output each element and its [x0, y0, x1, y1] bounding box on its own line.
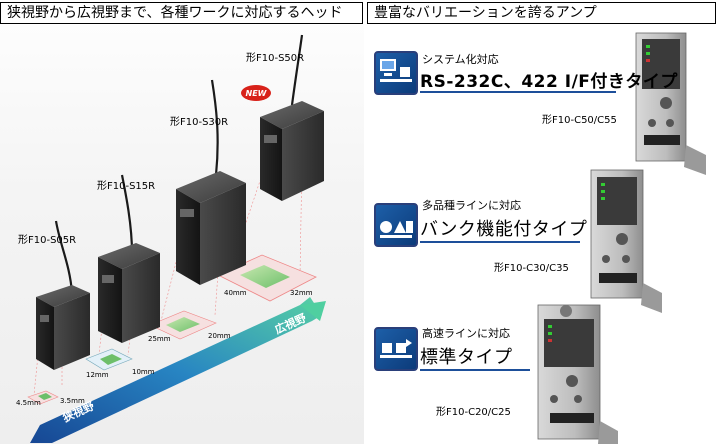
left-header-title: 狭視野から広視野まで、各種ワークに対応するヘッド [7, 5, 343, 21]
new-badge: NEW [241, 85, 271, 101]
field-plate-2 [85, 348, 133, 371]
amp-model-c20: 形F10-C20/C25 [436, 407, 511, 418]
dim-s50r-width: 40mm [224, 289, 247, 297]
field-of-view-arrow [30, 297, 326, 443]
amplifier-unit-c50 [635, 32, 706, 175]
dim-s50r-height: 32mm [290, 289, 313, 297]
dim-s05r-height: 3.5mm [60, 397, 85, 405]
amplifier-unit-c30 [590, 169, 662, 313]
feature-1-underline [420, 91, 616, 93]
computer-network-icon [374, 51, 418, 95]
right-header-title: 豊富なバリエーションを誇るアンプ [374, 5, 597, 21]
sensor-head-s15r [98, 243, 160, 343]
feature-1-big-label: RS-232C、422 I/F付きタイプ [420, 72, 678, 92]
field-plate-3 [149, 310, 217, 340]
sensor-head-s30r [176, 171, 246, 285]
new-badge-text: NEW [246, 89, 268, 98]
feature-1-small-label: システム化対応 [422, 53, 499, 66]
feature-3-small-label: 高速ラインに対応 [422, 327, 510, 340]
head-label-s15r: 形F10-S15R [97, 181, 156, 192]
head-label-s30r: 形F10-S30R [170, 117, 229, 128]
heads-illustration: NEW [27, 34, 326, 443]
dim-s30r-width: 25mm [148, 335, 171, 343]
right-section-header: 豊富なバリエーションを誇るアンプ [367, 2, 716, 24]
dim-s30r-height: 20mm [208, 332, 231, 340]
head-label-s05r: 形F10-S05R [18, 235, 77, 246]
amp-model-c50: 形F10-C50/C55 [542, 115, 617, 126]
bank-shapes-icon [374, 203, 418, 247]
amp-model-c30: 形F10-C30/C35 [494, 263, 569, 274]
amplifier-unit-c20 [537, 304, 618, 444]
dim-s15r-width: 12mm [86, 371, 109, 379]
feature-2-big-label: バンク機能付タイプ [420, 219, 588, 240]
dim-s15r-height: 10mm [132, 368, 155, 376]
sensor-head-s05r [36, 285, 90, 370]
dim-s05r-width: 4.5mm [16, 399, 41, 407]
feature-3-big-label: 標準タイプ [420, 347, 513, 368]
amplifiers-panel: システム化対応 RS-232C、422 I/F付きタイプ 形F10-C50/C5… [366, 25, 716, 444]
feature-2-underline [420, 241, 580, 243]
amplifier-illustrations [537, 32, 706, 444]
head-label-s50r: 形F10-S50R [246, 53, 305, 64]
sensor-head-s50r [260, 101, 324, 201]
feature-3-underline [420, 369, 530, 371]
feature-2-small-label: 多品種ラインに対応 [422, 199, 521, 212]
left-section-header: 狭視野から広視野まで、各種ワークに対応するヘッド [0, 2, 363, 24]
conveyor-icon [374, 327, 418, 371]
field-plate-1 [27, 390, 59, 405]
heads-panel: NEW 形F10-S05R 形F10-S15R 形F10-S30R 形F10-S… [0, 25, 364, 444]
